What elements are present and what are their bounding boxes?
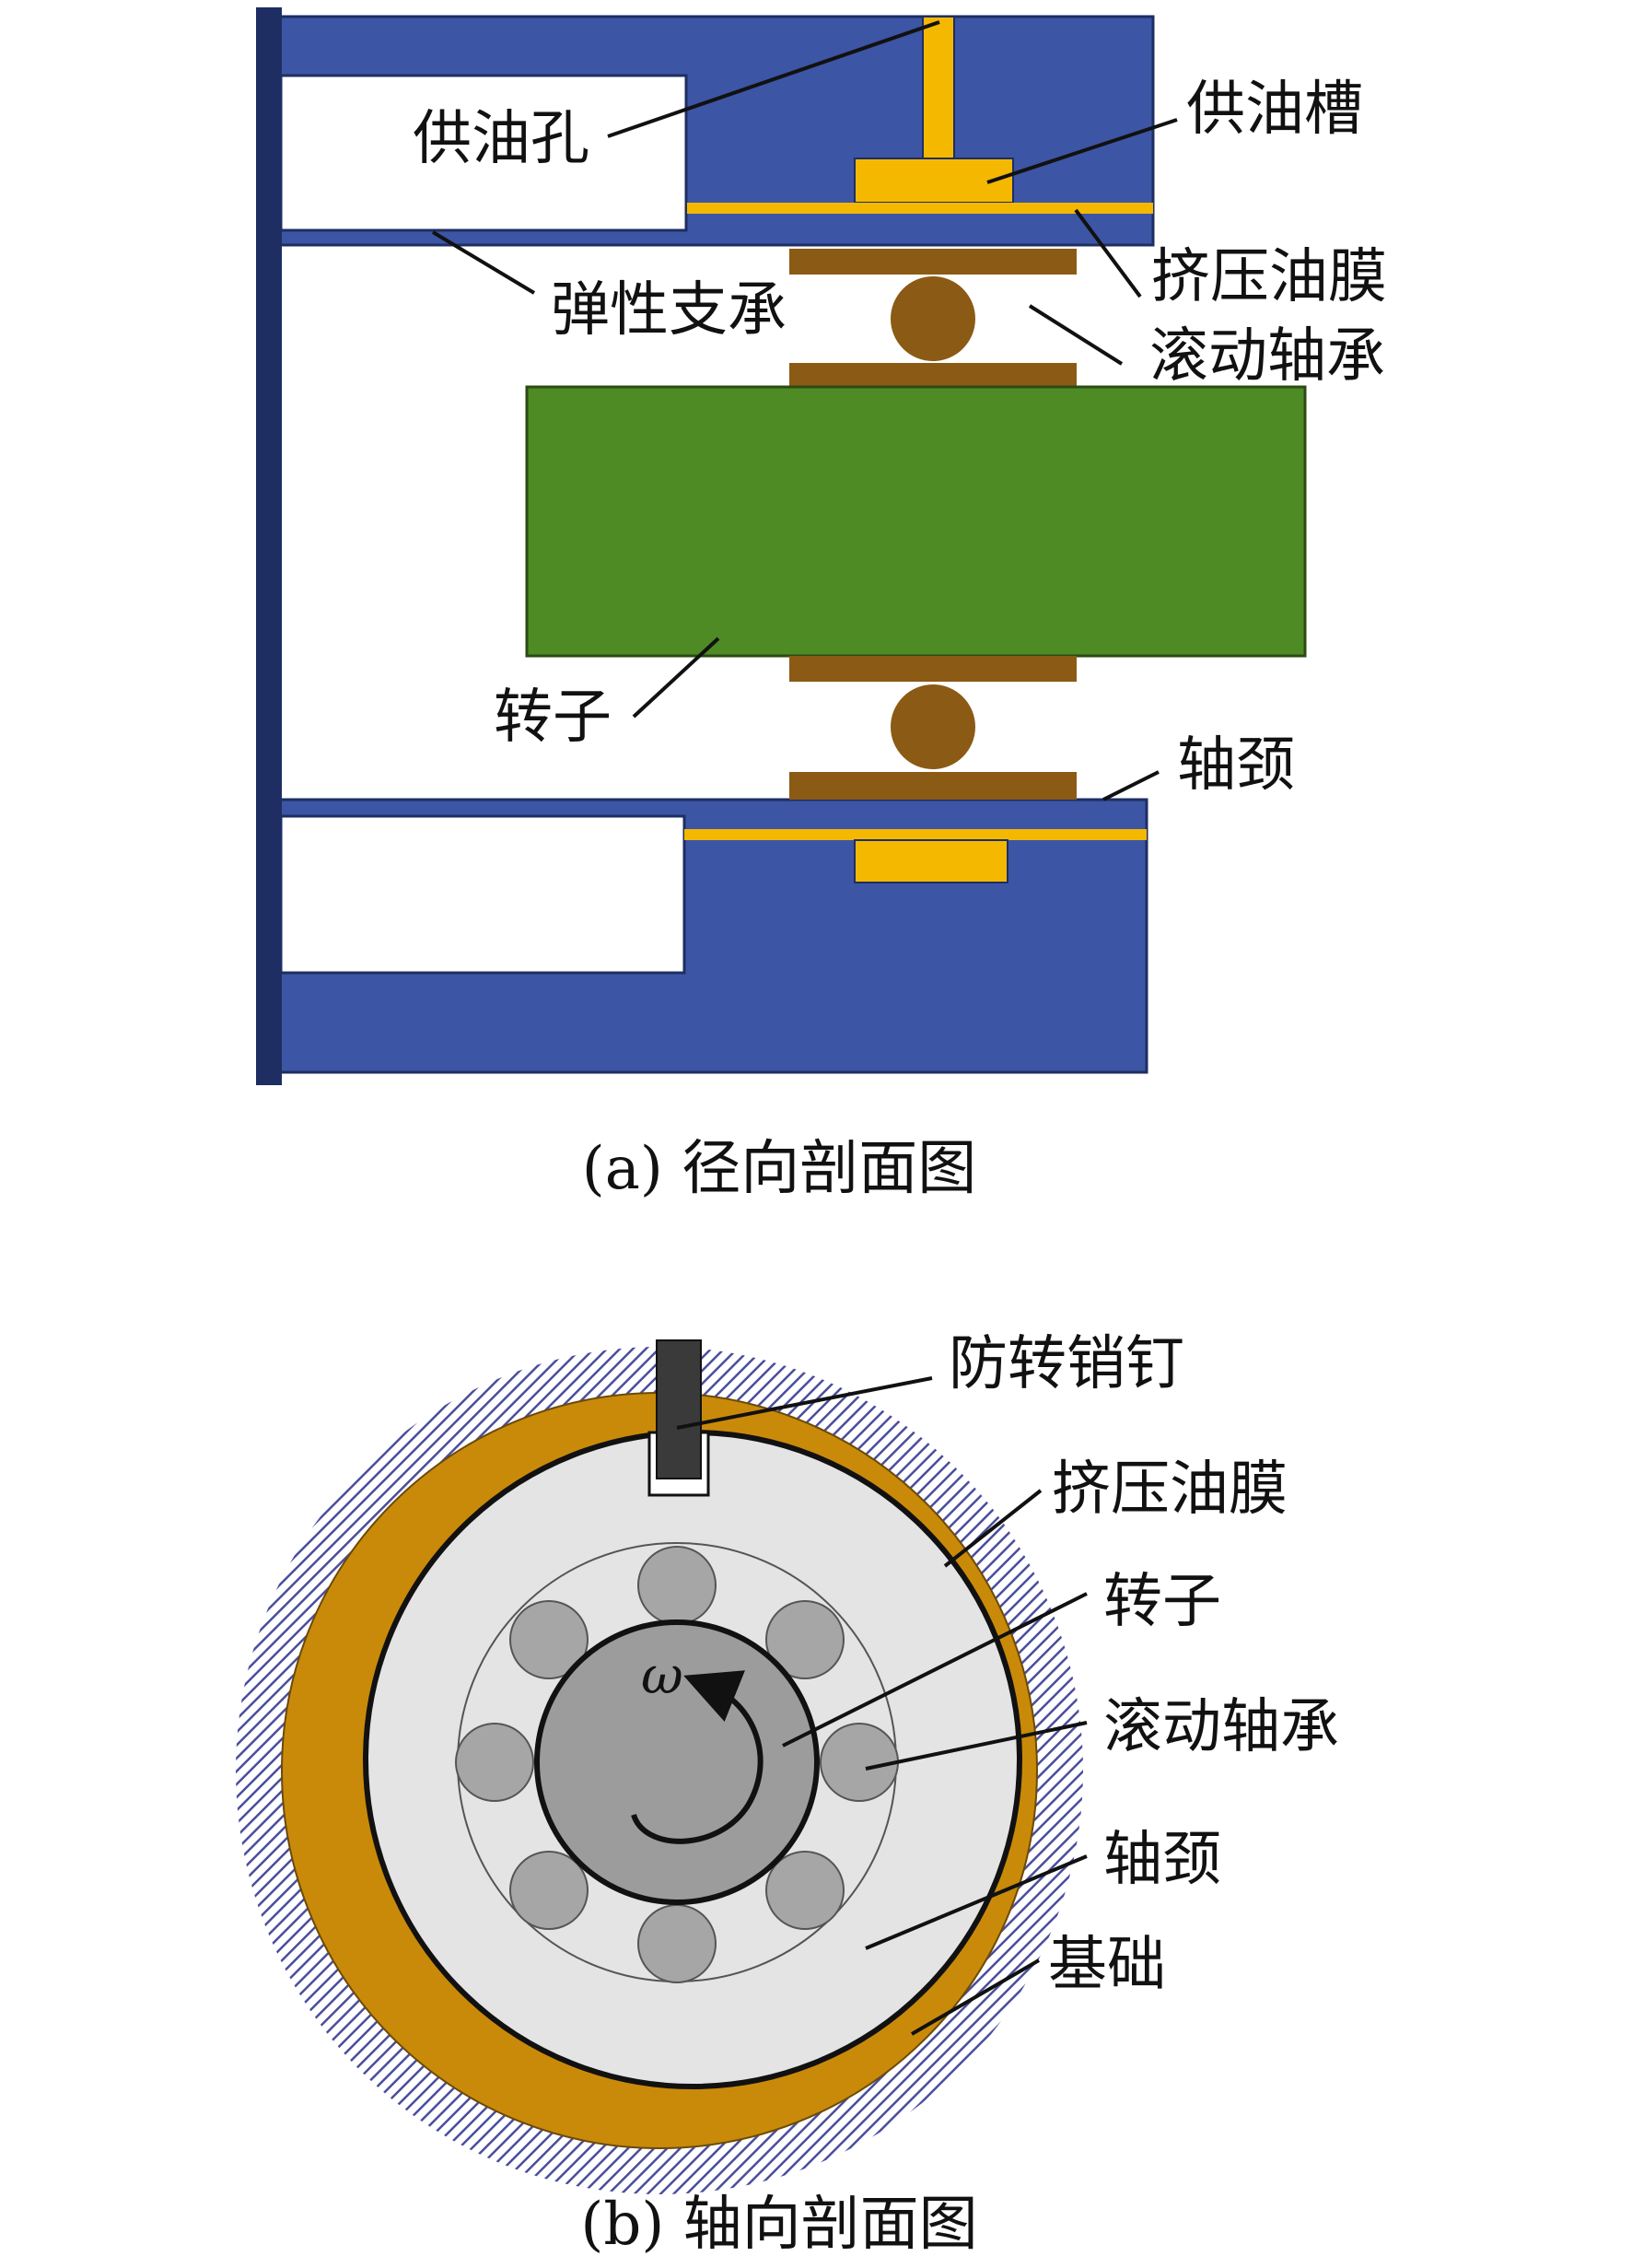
leader-elastic-support bbox=[431, 230, 536, 295]
leader-rotor bbox=[632, 637, 720, 719]
oil-supply-groove-bottom bbox=[854, 839, 1008, 883]
label-journal: 轴颈 bbox=[1177, 731, 1295, 800]
leader-rolling-bearing bbox=[1028, 304, 1124, 366]
squeeze-film-top bbox=[687, 203, 1153, 214]
label-anti-rotation-pin: 防转销钉 bbox=[949, 1330, 1184, 1398]
leader-journal bbox=[1102, 770, 1160, 801]
upper-elastic-support-slot bbox=[279, 74, 688, 232]
rolling-ball bbox=[765, 1600, 845, 1679]
caption-axial: (b) 轴向剖面图 bbox=[580, 2191, 977, 2259]
leader-rotor-axial bbox=[782, 1592, 1088, 1748]
label-rotor-axial: 转子 bbox=[1103, 1568, 1221, 1636]
label-rolling-bearing-axial: 滚动轴承 bbox=[1103, 1693, 1339, 1761]
radial-section: 供油孔 供油槽 挤压油膜 弹性支承 滚动轴承 转子 轴颈 (a) 径向剖面图 bbox=[256, 7, 1387, 1203]
label-journal-axial: 轴颈 bbox=[1103, 1826, 1221, 1894]
anti-rotation-pin bbox=[656, 1339, 702, 1479]
label-foundation: 基础 bbox=[1048, 1931, 1166, 1999]
upper-inner-race bbox=[789, 363, 1077, 387]
support-pillar bbox=[256, 7, 282, 1085]
squeeze-film-bottom bbox=[684, 829, 1147, 840]
axial-section: ω 防转销钉 挤压油膜 转子 滚动轴承 轴颈 基础 (b) 轴向剖面图 bbox=[236, 1330, 1339, 2259]
caption-radial: (a) 径向剖面图 bbox=[582, 1135, 976, 1203]
rolling-ball bbox=[455, 1723, 534, 1802]
rolling-ball bbox=[509, 1600, 589, 1679]
rotor-axial bbox=[534, 1619, 820, 1905]
label-squeeze-film-axial: 挤压油膜 bbox=[1052, 1455, 1288, 1524]
oil-supply-hole bbox=[922, 16, 955, 167]
label-rotor: 转子 bbox=[494, 684, 612, 752]
lower-inner-race bbox=[789, 656, 1077, 682]
leader-squeeze-film bbox=[1074, 208, 1142, 298]
lower-elastic-support-slot bbox=[279, 814, 686, 975]
leader-anti-rotation-pin bbox=[676, 1376, 933, 1430]
label-rolling-bearing: 滚动轴承 bbox=[1149, 322, 1385, 391]
leader-squeeze-film-axial bbox=[943, 1489, 1043, 1568]
lower-outer-race bbox=[789, 772, 1077, 800]
leader-rolling-bearing-axial bbox=[865, 1721, 1088, 1771]
leader-supply-hole bbox=[607, 20, 940, 138]
rolling-ball bbox=[637, 1546, 717, 1625]
label-supply-hole: 供油孔 bbox=[413, 105, 589, 173]
omega-symbol: ω bbox=[641, 1646, 683, 1706]
label-supply-groove: 供油槽 bbox=[1186, 76, 1363, 144]
leader-journal-axial bbox=[865, 1854, 1088, 1950]
rolling-ball bbox=[509, 1851, 589, 1930]
upper-rolling-ball bbox=[891, 276, 975, 361]
leader-supply-groove bbox=[986, 118, 1178, 184]
rolling-balls bbox=[455, 1546, 899, 1983]
label-elastic-support: 弹性支承 bbox=[551, 276, 787, 345]
rolling-ball bbox=[765, 1851, 845, 1930]
lower-rolling-ball bbox=[891, 684, 975, 769]
leader-foundation bbox=[910, 1958, 1041, 2036]
upper-outer-race bbox=[789, 249, 1077, 275]
rotation-arrow bbox=[631, 1670, 764, 1844]
rolling-ball bbox=[820, 1723, 899, 1802]
rolling-ball bbox=[637, 1904, 717, 1983]
label-squeeze-film: 挤压油膜 bbox=[1151, 243, 1387, 311]
rotor-radial bbox=[525, 385, 1307, 658]
